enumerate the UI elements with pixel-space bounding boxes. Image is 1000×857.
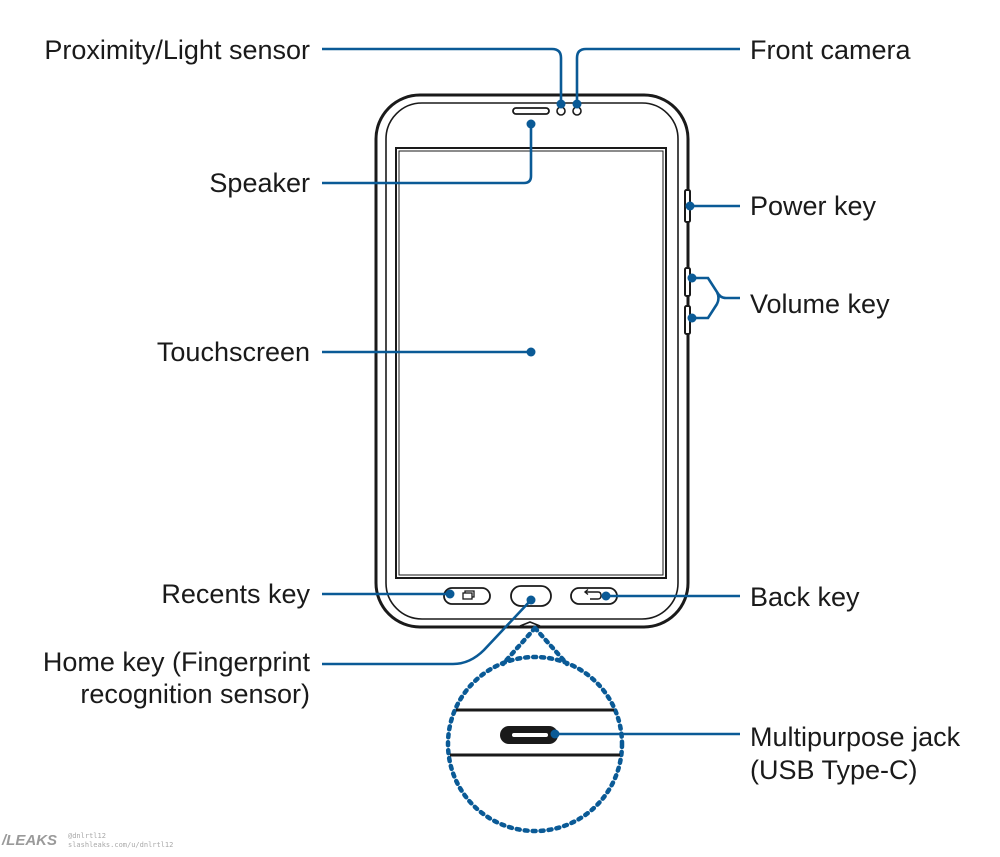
recents-key — [443, 587, 491, 605]
callout-front-camera — [575, 47, 740, 103]
touchscreen-area — [395, 147, 667, 579]
back-arrow-icon — [583, 588, 602, 600]
label-touchscreen: Touchscreen — [157, 337, 310, 367]
callout-dots — [445, 99, 697, 739]
speaker-grille — [512, 107, 550, 115]
label-home-key-line2: recognition sensor) — [80, 679, 310, 709]
label-multipurpose-line1: Multipurpose jack — [750, 722, 961, 752]
watermark: /LEAKS @dnlrtl12 slashleaks.com/u/dnlrtl… — [1, 832, 173, 849]
callout-home — [322, 599, 532, 666]
watermark-brand: /LEAKS — [1, 832, 57, 849]
label-front-camera: Front camera — [750, 35, 912, 65]
label-power-key: Power key — [750, 191, 877, 221]
callout-volume — [692, 276, 740, 320]
watermark-url: slashleaks.com/u/dnlrtl12 — [68, 841, 173, 849]
label-home-key-line1: Home key (Fingerprint — [43, 647, 311, 677]
usb-port-magnifier — [445, 625, 625, 834]
label-volume-key: Volume key — [750, 289, 890, 319]
label-proximity-sensor: Proximity/Light sensor — [44, 35, 310, 65]
volume-up-key — [684, 267, 691, 297]
tablet-outer-frame — [374, 93, 690, 629]
callout-lines — [322, 47, 740, 736]
label-speaker: Speaker — [209, 168, 310, 198]
label-back-key: Back key — [750, 582, 860, 612]
touchscreen-inner-edge — [398, 150, 664, 576]
callout-proximity — [322, 47, 563, 103]
watermark-handle: @dnlrtl12 — [68, 832, 106, 840]
home-key — [510, 585, 552, 607]
recents-icon — [462, 590, 475, 600]
label-multipurpose-line2: (USB Type-C) — [750, 755, 918, 785]
usb-port-notch — [519, 621, 541, 627]
tablet-illustration — [374, 93, 691, 629]
label-recents-key: Recents key — [161, 579, 310, 609]
callout-speaker — [322, 126, 533, 185]
tablet-inner-frame — [385, 102, 679, 620]
